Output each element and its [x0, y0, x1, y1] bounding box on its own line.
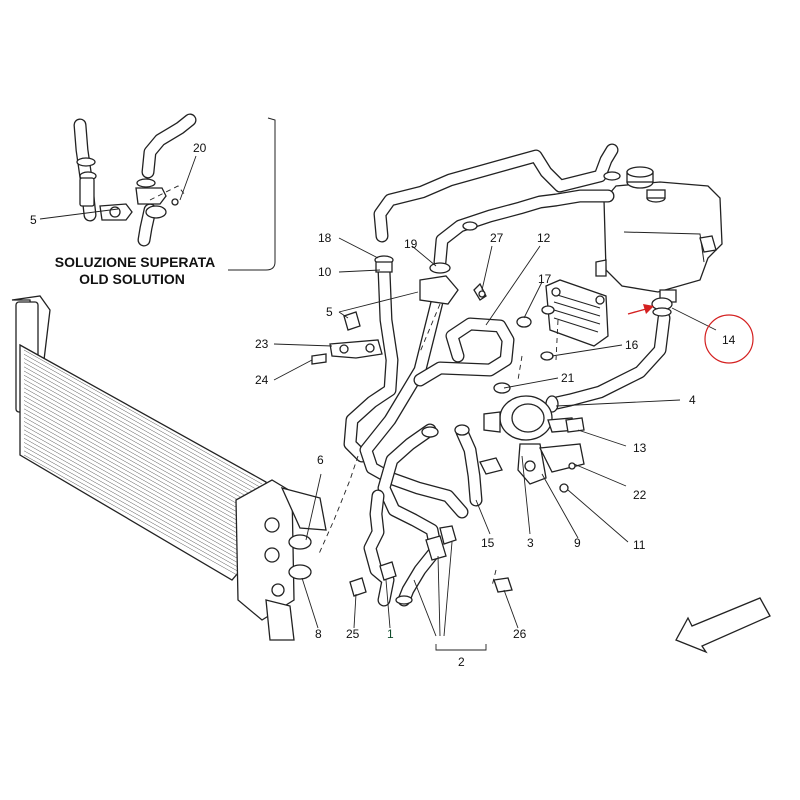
callout-4: 4: [689, 393, 696, 407]
radiator-fin-line: [23, 391, 263, 527]
bolt-24: [311, 353, 327, 365]
radiator-fin-line: [23, 383, 263, 518]
callout-14: 14: [722, 333, 736, 347]
radiator-fin-line: [23, 429, 263, 565]
radiator-fin-line: [23, 370, 263, 506]
clamp-26: [493, 577, 513, 593]
callout-17: 17: [538, 272, 552, 286]
radiator-fin-line: [23, 349, 263, 485]
callout-20: 20: [193, 141, 207, 155]
clamp-17: [516, 316, 532, 328]
clamp-6: [288, 534, 312, 550]
clamp-21: [493, 382, 511, 394]
inset-title-line1: SOLUZIONE SUPERATA: [55, 254, 216, 270]
callout-13: 13: [633, 441, 647, 455]
radiator-fin-line: [23, 362, 263, 497]
callout-6: 6: [317, 453, 324, 467]
callout-5-inset: 5: [30, 213, 37, 227]
callout-27: 27: [490, 231, 504, 245]
bolt-11: [559, 483, 569, 493]
radiator-fin-line: [23, 437, 263, 573]
highlight-arrow: [627, 308, 647, 315]
radiator: [11, 295, 327, 641]
oil-cooler: [541, 279, 609, 347]
radiator-fin-line: [23, 442, 263, 577]
radiator-fin-line: [23, 387, 263, 523]
callout-5: 5: [326, 305, 333, 319]
radiator-fin-line: [23, 433, 263, 569]
clamp-25: [349, 577, 367, 597]
clamp-16: [540, 351, 554, 361]
water-pump: [479, 395, 585, 492]
radiator-fin-line: [23, 374, 263, 510]
highlight-circle-14: [704, 314, 754, 364]
radiator-fin-line: [23, 425, 263, 560]
radiator-fin-line: [23, 400, 263, 535]
callout-18: 18: [318, 231, 332, 245]
highlight-arrowhead: [643, 304, 654, 314]
callout-1: 1: [387, 627, 394, 641]
fitting-13: [565, 417, 585, 433]
leader-lines: [273, 237, 717, 651]
radiator-fins: [23, 349, 263, 590]
clamp-8: [288, 564, 312, 580]
callout-24: 24: [255, 373, 269, 387]
radiator-fin-line: [23, 366, 263, 502]
radiator-fin-line: [23, 395, 263, 531]
vent-pipe: [373, 143, 621, 269]
radiator-fin-line: [23, 379, 263, 514]
callout-9: 9: [574, 536, 581, 550]
radiator-fin-line: [23, 450, 263, 586]
radiator-fin-line: [23, 454, 263, 590]
callout-10: 10: [318, 265, 332, 279]
callout-21: 21: [561, 371, 575, 385]
radiator-fin-line: [23, 408, 263, 544]
callout-19: 19: [404, 237, 418, 251]
radiator-fin-line: [23, 421, 263, 556]
clamps-and-fittings: [288, 255, 673, 597]
clamp-5: [343, 311, 361, 331]
radiator-fin-line: [23, 446, 263, 581]
arrow-front-icon: [675, 597, 771, 654]
callout-22: 22: [633, 488, 647, 502]
radiator-fin-line: [23, 404, 263, 539]
callout-25: 25: [346, 627, 360, 641]
callout-8: 8: [315, 627, 322, 641]
expansion-tank: [595, 166, 723, 303]
callout-26: 26: [513, 627, 527, 641]
inset-title-line2: OLD SOLUTION: [79, 271, 185, 287]
radiator-fin-line: [23, 353, 263, 489]
inset-frame: [228, 117, 276, 271]
callout-2: 2: [458, 655, 465, 669]
radiator-fin-line: [23, 358, 263, 493]
callout-16: 16: [625, 338, 639, 352]
callout-23: 23: [255, 337, 269, 351]
callout-labels: 20 5 18 19 27 12 10 17 5 14 23 16 21 24 …: [30, 141, 736, 669]
callout-3: 3: [527, 536, 534, 550]
callout-11: 11: [633, 538, 646, 552]
old-solution-inset: [39, 113, 276, 271]
radiator-fin-line: [23, 412, 263, 548]
coolant-hoses: [343, 263, 671, 607]
callout-15: 15: [481, 536, 495, 550]
bracket-19: [419, 275, 459, 305]
callout-12: 12: [537, 231, 551, 245]
radiator-fin-line: [23, 416, 263, 552]
